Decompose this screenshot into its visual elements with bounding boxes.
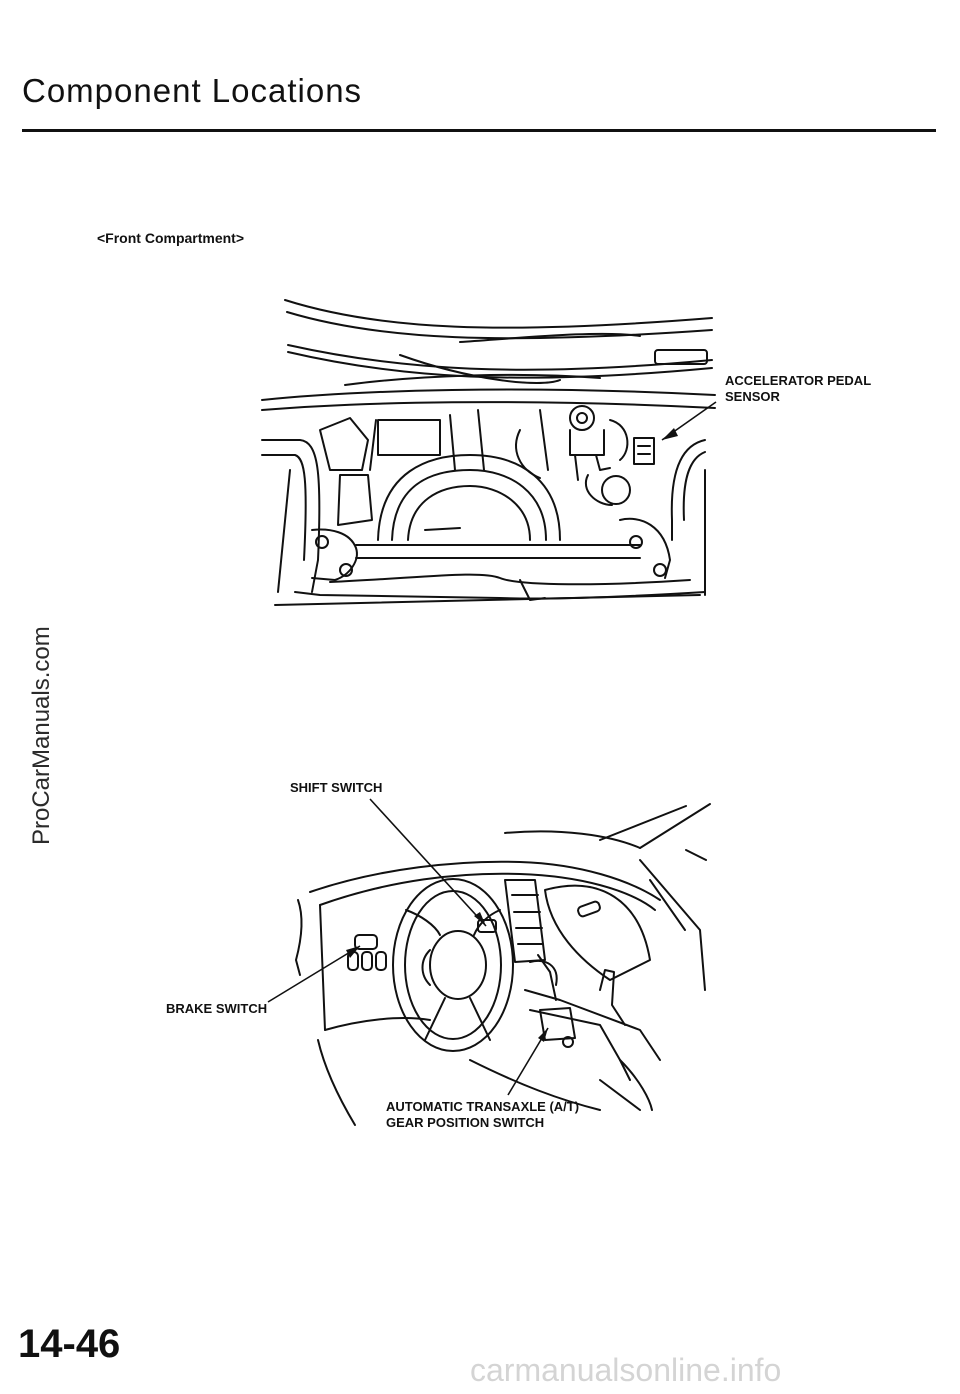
page-number: 14-46 — [18, 1322, 121, 1366]
page-title: Component Locations — [22, 72, 363, 109]
shift-switch-callout: SHIFT SWITCH — [290, 780, 383, 795]
brake-switch-callout: BRAKE SWITCH — [166, 1001, 268, 1016]
callout-line: AUTOMATIC TRANSAXLE (A/T) — [386, 1099, 580, 1114]
callout-line: SENSOR — [725, 389, 780, 404]
title-rule — [22, 129, 936, 132]
site-credit: carmanualsonline.info — [470, 1352, 782, 1388]
callout-line: GEAR POSITION SWITCH — [386, 1115, 545, 1130]
accelerator-pedal-sensor-callout: ACCELERATOR PEDAL SENSOR — [725, 373, 871, 405]
watermark-text: ProCarManuals.com — [28, 626, 55, 845]
callout-line: ACCELERATOR PEDAL — [725, 373, 872, 388]
gear-position-switch-callout: AUTOMATIC TRANSAXLE (A/T) GEAR POSITION … — [386, 1099, 579, 1131]
front-compartment-label: <Front Compartment> — [97, 230, 245, 246]
